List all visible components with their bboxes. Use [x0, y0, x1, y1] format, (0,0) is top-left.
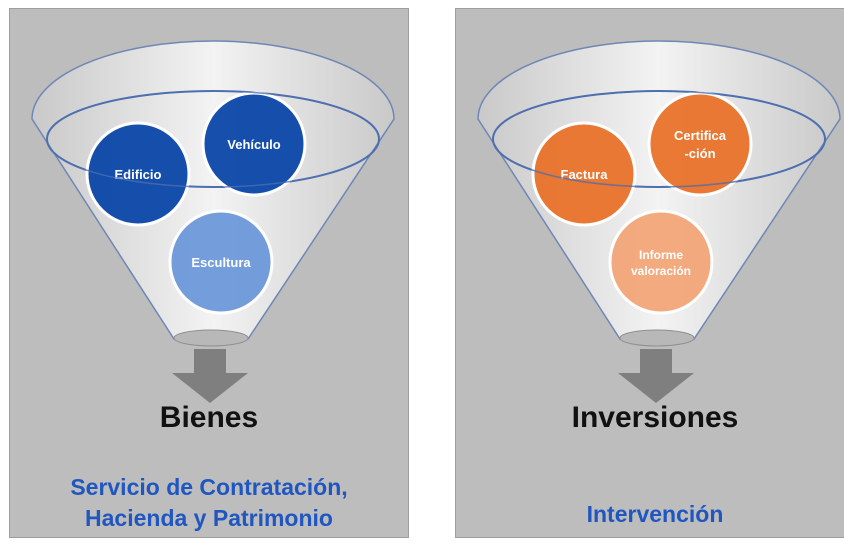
circle-label-edificio: Edificio [115, 167, 162, 182]
panel-bienes: Escultura Edificio Vehículo Bienes Servi… [9, 8, 409, 538]
panel-inversiones: Informe valoración Factura Certifica -ci… [455, 8, 844, 538]
circle-label-informe: Informe [639, 248, 683, 262]
funnel-body [31, 40, 395, 340]
funnel-diagram: Escultura Edificio Vehículo [31, 40, 395, 403]
funnel-rim-overlay [492, 90, 826, 188]
circle-vehiculo: Vehículo [201, 91, 307, 197]
subtitle-line: Hacienda y Patrimonio [85, 505, 333, 531]
circle-edificio: Edificio [85, 121, 191, 227]
down-arrow-icon [172, 349, 248, 403]
panel-title-inversiones: Inversiones [571, 401, 739, 434]
circle-informe-valoracion: Informe valoración [608, 209, 714, 315]
panel-title-bienes: Bienes [159, 401, 259, 434]
funnel-diagram: Informe valoración Factura Certifica -ci… [477, 40, 841, 403]
circle-factura: Factura [531, 121, 637, 227]
panel-subtitle-bienes: Servicio de Contratación, Hacienda y Pat… [10, 472, 408, 534]
down-arrow-icon [618, 349, 694, 403]
funnel-outlet [619, 329, 695, 347]
circle-label-certifica: Certifica [674, 128, 727, 143]
circle-label-cion: -ción [684, 146, 715, 161]
subtitle-line: Intervención [586, 501, 724, 527]
circle-label-valoracion: valoración [631, 264, 691, 278]
panel-subtitle-inversiones: Intervención [456, 499, 844, 530]
funnel-outlet [173, 329, 249, 347]
circle-label-factura: Factura [561, 167, 609, 182]
circle-escultura: Escultura [168, 209, 274, 315]
circle-label-escultura: Escultura [191, 255, 251, 270]
funnel-body [477, 40, 841, 340]
circle-certificacion: Certifica -ción [647, 91, 753, 197]
subtitle-line: Servicio de Contratación, [70, 474, 348, 500]
funnel-rim-overlay [46, 90, 380, 188]
circle-label-vehiculo: Vehículo [227, 137, 281, 152]
